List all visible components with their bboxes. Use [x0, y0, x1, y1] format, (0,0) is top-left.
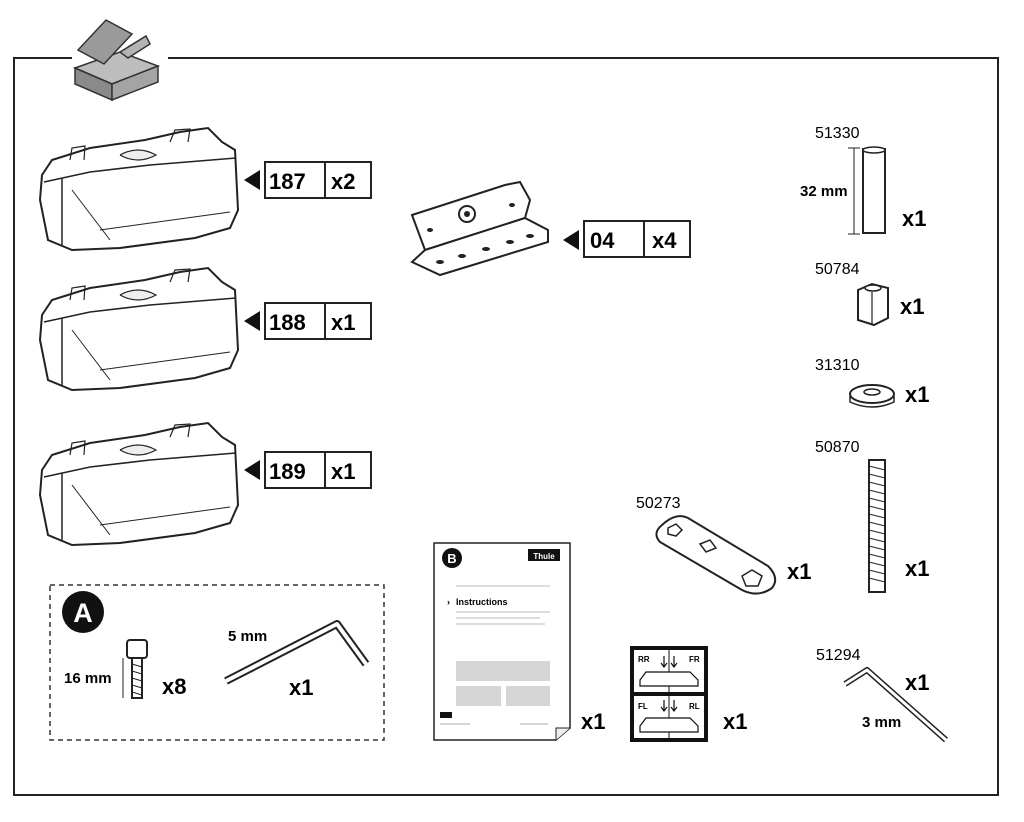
- kit-a-box: [49, 584, 385, 741]
- manual-title: Instructions: [456, 597, 508, 607]
- spacer-drawing: [848, 146, 886, 235]
- washer-part-number: 31310: [815, 357, 860, 374]
- sticker-label-rr: RR: [638, 655, 650, 664]
- wrench-qty: x1: [787, 559, 811, 584]
- tag-188-number: 188: [269, 310, 306, 335]
- manual-qty: x1: [581, 709, 605, 734]
- sticker-label-rl: RL: [689, 702, 700, 711]
- spacer-qty: x1: [902, 206, 926, 231]
- frame: [13, 57, 999, 796]
- nut-qty: x1: [900, 294, 924, 319]
- rod-qty: x1: [905, 556, 929, 581]
- screw-qty: x8: [162, 674, 186, 699]
- spacer-part-number: 51330: [815, 125, 860, 142]
- kit-a-letter: A: [73, 598, 93, 628]
- wrench-drawing: [655, 515, 777, 595]
- tag-188-qty: x1: [331, 310, 355, 335]
- screw-length: 16 mm: [64, 670, 112, 687]
- sticker-sheet-drawing: [630, 646, 708, 742]
- wrench-part-number: 50273: [636, 495, 681, 512]
- tag-187-qty: x2: [331, 169, 355, 194]
- manual-chevron: ›: [447, 597, 450, 607]
- tag-187-number: 187: [269, 169, 306, 194]
- foot-189-drawing: [38, 421, 240, 547]
- manual-drawing: [433, 542, 571, 741]
- tag-189-qty: x1: [331, 459, 355, 484]
- tag-189-number: 189: [269, 459, 306, 484]
- tag-04-number: 04: [590, 228, 615, 253]
- manual-brand: Thule: [533, 552, 555, 561]
- bracket-drawing: [410, 180, 549, 277]
- tag-04: 04 x4: [563, 220, 691, 258]
- washer-drawing: [849, 384, 895, 408]
- kit-a-badge: [62, 591, 104, 633]
- hexkey-3mm-size: 3 mm: [862, 714, 901, 731]
- hexkey-5mm-qty: x1: [289, 675, 313, 700]
- foot-187-drawing: [38, 126, 240, 252]
- box-icon: [72, 19, 161, 102]
- hexkey-3mm-part-number: 51294: [816, 647, 861, 664]
- tag-189: 189 x1: [244, 451, 372, 489]
- sticker-qty: x1: [723, 709, 747, 734]
- tag-04-qty: x4: [652, 228, 677, 253]
- hexkey-5mm-size: 5 mm: [228, 628, 267, 645]
- tag-188: 188 x1: [244, 302, 372, 340]
- spacer-length: 32 mm: [800, 183, 848, 200]
- hex-key-5mm-drawing: [224, 620, 370, 685]
- hexkey-3mm-qty: x1: [905, 670, 929, 695]
- washer-qty: x1: [905, 382, 929, 407]
- sticker-label-fl: FL: [638, 702, 648, 711]
- rod-part-number: 50870: [815, 439, 860, 456]
- threaded-rod-drawing: [868, 459, 886, 593]
- screw-drawing: [122, 639, 148, 699]
- nut-part-number: 50784: [815, 261, 860, 278]
- foot-188-drawing: [38, 266, 240, 392]
- tag-187: 187 x2: [244, 161, 372, 199]
- nut-drawing: [857, 282, 889, 327]
- hex-key-3mm-drawing: [843, 667, 948, 743]
- manual-letter: B: [447, 551, 456, 566]
- sticker-label-fr: FR: [689, 655, 700, 664]
